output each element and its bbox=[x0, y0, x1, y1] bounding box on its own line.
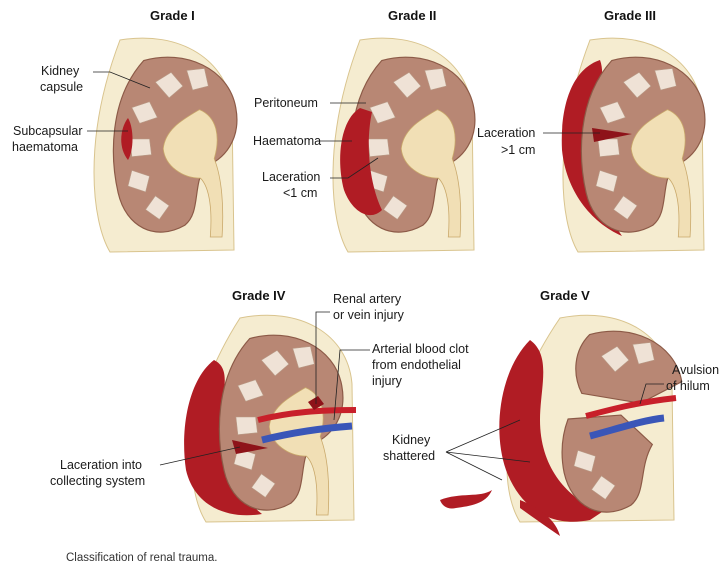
figure-caption: Classification of renal trauma. bbox=[66, 552, 217, 564]
label-endothelial: from endothelial bbox=[372, 358, 461, 372]
label-arterial-clot: Arterial blood clot bbox=[372, 342, 469, 356]
label-subcapsular: Subcapsular bbox=[13, 124, 83, 138]
label-injury: injury bbox=[372, 374, 403, 388]
label-laceration-3: Laceration bbox=[477, 126, 535, 140]
label-kidney-5: Kidney bbox=[392, 433, 431, 447]
panel-grade-1: Grade I Kidney capsule Subcapsular haema… bbox=[12, 8, 237, 252]
grade-4-title: Grade IV bbox=[232, 288, 286, 303]
label-avulsion: Avulsion bbox=[672, 363, 719, 377]
label-laceration-into: Laceration into bbox=[60, 458, 142, 472]
label-peritoneum: Peritoneum bbox=[254, 96, 318, 110]
grade-3-title: Grade III bbox=[604, 8, 656, 23]
panel-grade-4: Grade IV Renal artery or vein injury Art… bbox=[50, 288, 469, 522]
label-laceration-2: Laceration bbox=[262, 170, 320, 184]
label-collecting-system: collecting system bbox=[50, 474, 145, 488]
panel-grade-2: Grade II Peritoneum Haematoma Laceration… bbox=[253, 8, 475, 252]
label-capsule: capsule bbox=[40, 80, 83, 94]
grade-2-title: Grade II bbox=[388, 8, 436, 23]
kidney-graphic bbox=[581, 57, 704, 237]
grade-5-title: Grade V bbox=[540, 288, 590, 303]
label-vein-injury: or vein injury bbox=[333, 308, 405, 322]
leader-shattered-3 bbox=[446, 452, 502, 480]
panel-grade-3: Grade III Laceration >1 cm bbox=[477, 8, 705, 252]
kidney-graphic bbox=[219, 335, 342, 515]
label-lt-1cm: <1 cm bbox=[283, 186, 317, 200]
label-shattered: shattered bbox=[383, 449, 435, 463]
label-haematoma-2: Haematoma bbox=[253, 134, 321, 148]
label-renal-artery: Renal artery bbox=[333, 292, 402, 306]
panel-grade-5: Grade V Avulsion of hilum Kidney shatter… bbox=[383, 288, 719, 536]
grade-1-title: Grade I bbox=[150, 8, 195, 23]
label-gt-1cm: >1 cm bbox=[501, 143, 535, 157]
label-kidney: Kidney bbox=[41, 64, 80, 78]
label-of-hilum: of hilum bbox=[666, 379, 710, 393]
label-haematoma-1: haematoma bbox=[12, 140, 78, 154]
